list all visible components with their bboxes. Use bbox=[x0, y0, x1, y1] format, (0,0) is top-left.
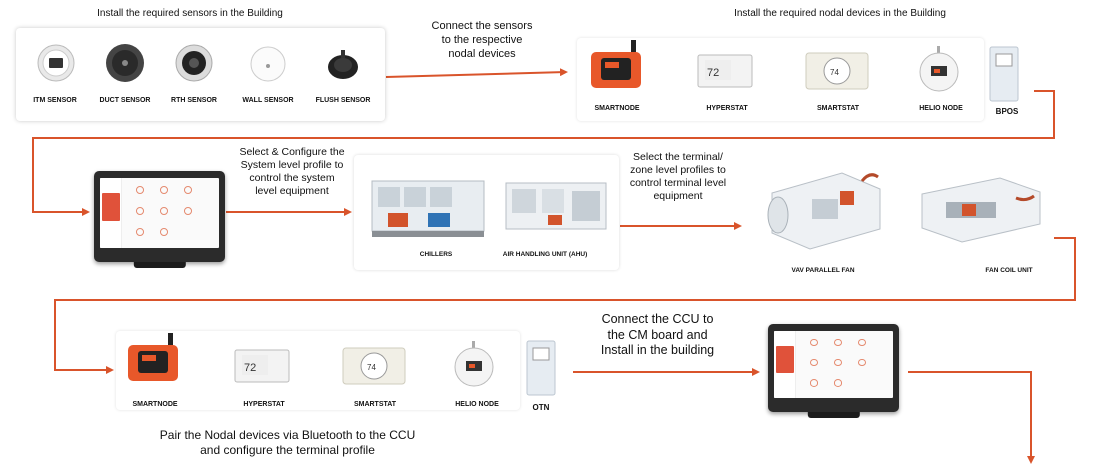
select-system-text: Select & Configure the System level prof… bbox=[239, 146, 345, 198]
pair-nodal-text: Pair the Nodal devices via Bluetooth to … bbox=[159, 428, 416, 457]
helio-node-icon bbox=[454, 341, 494, 387]
ccu-tablet-icon bbox=[94, 171, 225, 268]
chiller-icon bbox=[371, 180, 485, 237]
nodal-label-hyperstat: HYPERSTAT bbox=[706, 105, 748, 112]
arrow-row2-to-row3 bbox=[54, 237, 1076, 374]
nodal-label-helio-node: HELIO NODE bbox=[455, 401, 499, 408]
nodal-label-helio-node: HELIO NODE bbox=[919, 105, 963, 112]
hyperstat-icon: 72 bbox=[697, 54, 753, 88]
equipment-label-fcu: FAN COIL UNIT bbox=[985, 267, 1033, 274]
arrow-row1-to-row2 bbox=[32, 90, 1055, 216]
nodal-label-smartstat: SMARTSTAT bbox=[353, 401, 397, 408]
sensor-label-rth: RTH SENSOR bbox=[171, 97, 217, 104]
nodal-label-smartstat: SMARTSTAT bbox=[816, 105, 860, 112]
connect-sensors-text: Connect the sensors to the respective no… bbox=[431, 20, 533, 60]
hyperstat-temp-readout: 72 bbox=[244, 362, 256, 374]
nodal-label-bpos: BPOS bbox=[995, 107, 1019, 116]
sensor-label-wall: WALL SENSOR bbox=[242, 97, 294, 104]
hyperstat-icon: 72 bbox=[234, 349, 290, 383]
smartnode-icon bbox=[591, 40, 641, 88]
wall-sensor-icon bbox=[250, 46, 286, 82]
vav-fan-icon bbox=[767, 172, 881, 250]
sensor-label-itm: ITM SENSOR bbox=[33, 97, 77, 104]
install-nodal-text: Install the required nodal devices in th… bbox=[734, 8, 946, 19]
sensor-label-flush: FLUSH SENSOR bbox=[315, 97, 371, 104]
duct-sensor-icon bbox=[106, 44, 144, 82]
fan-coil-icon bbox=[921, 177, 1041, 243]
nodal-label-smartnode: SMARTNODE bbox=[594, 105, 640, 112]
ahu-icon bbox=[505, 182, 607, 230]
smartstat-temp-readout: 74 bbox=[367, 363, 376, 372]
nodal-label-hyperstat: HYPERSTAT bbox=[243, 401, 285, 408]
smartnode-icon bbox=[128, 333, 178, 381]
flush-sensor-icon bbox=[328, 50, 358, 79]
smartstat-icon: 74 bbox=[805, 52, 869, 90]
hyperstat-temp-readout: 72 bbox=[707, 67, 719, 79]
sensor-label-duct: DUCT SENSOR bbox=[99, 97, 151, 104]
nodal-label-otn: OTN bbox=[532, 403, 550, 412]
equipment-label-ahu: AIR HANDLING UNIT (AHU) bbox=[502, 251, 588, 258]
smartstat-temp-readout: 74 bbox=[830, 68, 839, 77]
otn-icon bbox=[526, 340, 556, 396]
nodal-panel-top: 72 74 bbox=[577, 38, 984, 121]
itm-sensor-icon bbox=[37, 44, 75, 82]
sensors-panel bbox=[16, 28, 385, 121]
arrow-ccu-down bbox=[908, 371, 1035, 464]
bpos-icon bbox=[989, 46, 1019, 102]
equipment-label-vav: VAV PARALLEL FAN bbox=[791, 267, 855, 274]
select-terminal-text: Select the terminal/ zone level profiles… bbox=[629, 151, 727, 203]
system-equipment-panel bbox=[354, 155, 619, 270]
helio-node-icon bbox=[919, 46, 959, 92]
arrow-sensors-to-nodal bbox=[385, 68, 568, 78]
equipment-label-chillers: CHILLERS bbox=[419, 251, 453, 258]
nodal-panel-bottom: 72 74 bbox=[116, 331, 520, 410]
rth-sensor-icon bbox=[175, 44, 213, 82]
connect-ccu-text: Connect the CCU to the CM board and Inst… bbox=[600, 312, 715, 358]
smartstat-icon: 74 bbox=[342, 347, 406, 385]
ccu-tablet-icon bbox=[768, 324, 899, 418]
nodal-label-smartnode: SMARTNODE bbox=[132, 401, 178, 408]
install-sensors-text: Install the required sensors in the Buil… bbox=[97, 8, 283, 19]
